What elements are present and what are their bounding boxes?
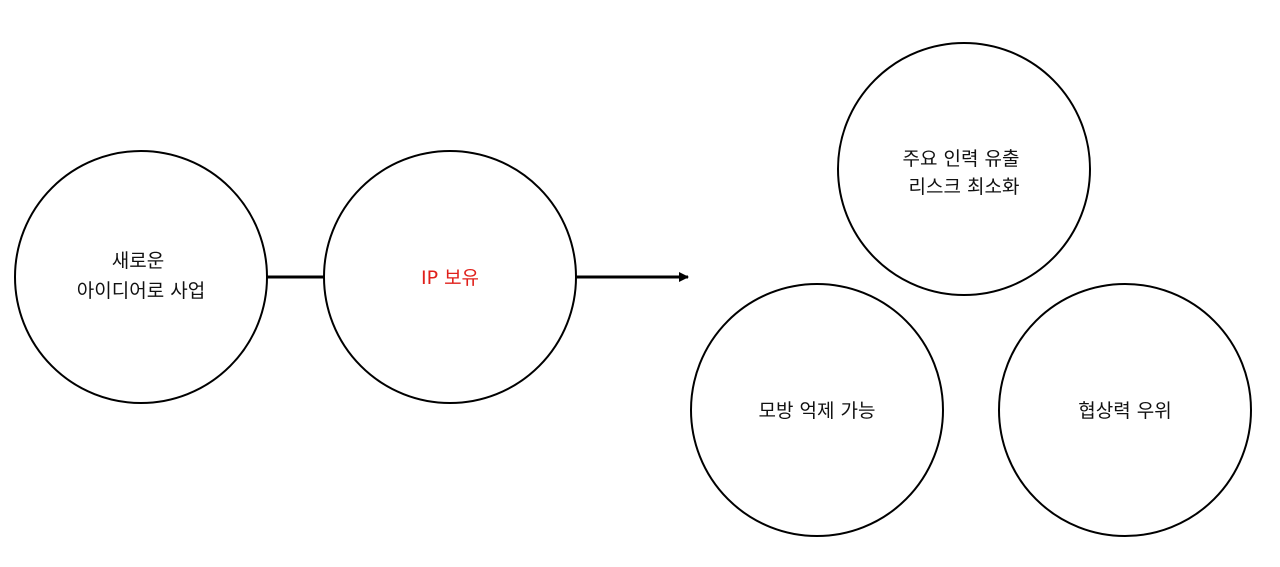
node-ip-label: IP 보유 (421, 267, 479, 289)
node-negotiation-label: 협상력 우위 (1078, 400, 1171, 422)
node-imitation-circle (690, 283, 944, 537)
node-risk-circle (837, 42, 1091, 296)
node-risk: 주요 인력 유출 리스크 최소화 (837, 42, 1091, 296)
node-new-idea-circle (14, 150, 268, 404)
node-imitation-label: 모방 억제 가능 (759, 400, 876, 422)
node-new-idea-line1: 새로운 (112, 250, 164, 272)
node-new-idea: 새로운 아이디어로 사업 (14, 150, 268, 404)
node-ip: IP 보유 (323, 150, 577, 404)
node-negotiation: 협상력 우위 (998, 283, 1252, 537)
node-new-idea-label: 새로운 아이디어로 사업 (77, 250, 205, 302)
node-imitation: 모방 억제 가능 (690, 283, 944, 537)
node-new-idea-line2: 아이디어로 사업 (77, 280, 205, 302)
node-negotiation-circle (998, 283, 1252, 537)
node-risk-line1: 주요 인력 유출 (902, 148, 1019, 170)
node-risk-label: 주요 인력 유출 리스크 최소화 (902, 148, 1025, 198)
node-risk-line2: 리스크 최소화 (909, 176, 1020, 198)
node-ip-circle (323, 150, 577, 404)
